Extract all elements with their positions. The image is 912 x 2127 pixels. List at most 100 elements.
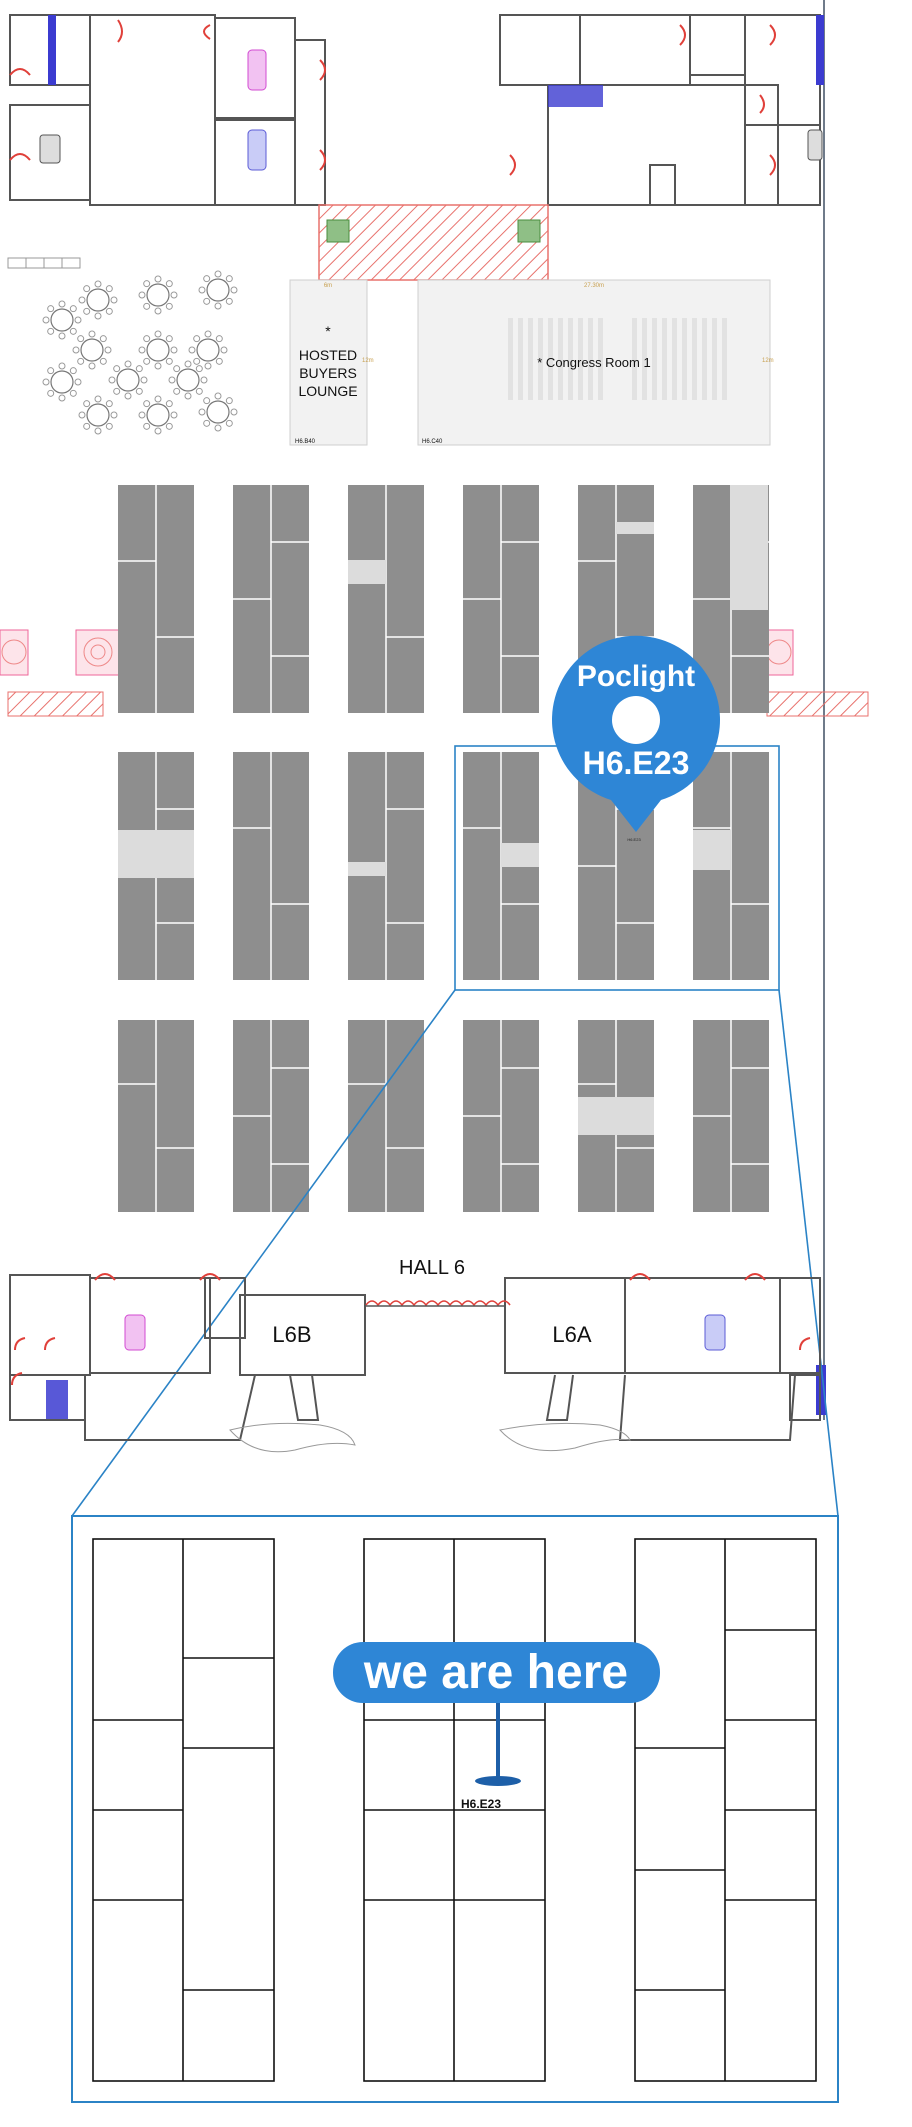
we-are-here-text: we are here <box>363 1646 628 1699</box>
chair <box>230 408 238 416</box>
congress-seating <box>508 318 727 400</box>
chair <box>74 378 82 386</box>
zoom-inset: we are here H6.E23 <box>71 1515 839 2103</box>
chair <box>105 400 113 408</box>
chair <box>74 316 82 324</box>
chair <box>200 376 208 384</box>
round-table <box>146 283 170 307</box>
chair <box>69 389 77 397</box>
chair <box>105 307 113 315</box>
chair <box>105 285 113 293</box>
chair <box>113 387 121 395</box>
chair <box>170 411 178 419</box>
round-table <box>50 308 74 332</box>
chair <box>83 307 91 315</box>
chair <box>78 411 86 419</box>
seat-row <box>702 318 707 400</box>
seat-row <box>662 318 667 400</box>
round-table <box>176 368 200 392</box>
chair <box>215 335 223 343</box>
chair <box>195 387 203 395</box>
chair <box>165 400 173 408</box>
round-table <box>116 368 140 392</box>
exit-label-l6a: L6A <box>552 1322 591 1347</box>
map-pin[interactable]: Poclight H6.E23 <box>552 635 720 832</box>
chair <box>135 387 143 395</box>
booth-light-cell <box>693 830 731 870</box>
lounge-code: H6.B40 <box>295 439 316 445</box>
chair <box>203 297 211 305</box>
chair <box>94 395 102 403</box>
booth-light-cell <box>118 830 194 878</box>
hosted-buyers-lounge: * HOSTED BUYERS LOUNGE H6.B40 6m 12m <box>289 279 374 446</box>
round-table <box>50 370 74 394</box>
chair <box>58 332 66 340</box>
chair <box>99 357 107 365</box>
hall-label: HALL 6 <box>399 1257 465 1279</box>
chair <box>124 360 132 368</box>
chair <box>72 346 80 354</box>
chair <box>135 365 143 373</box>
chair <box>138 346 146 354</box>
chair <box>170 291 178 299</box>
chair <box>230 286 238 294</box>
chair <box>113 365 121 373</box>
chair <box>203 397 211 405</box>
inset-booth-outlines <box>92 1538 817 2082</box>
seat-row <box>642 318 647 400</box>
exit-label-l6b: L6B <box>272 1322 311 1347</box>
chair <box>47 327 55 335</box>
booth-light-cell <box>348 560 386 584</box>
seat-row <box>722 318 727 400</box>
chair <box>198 408 206 416</box>
chair <box>204 330 212 338</box>
chair <box>124 392 132 400</box>
chair <box>214 392 222 400</box>
round-table <box>206 278 230 302</box>
chair <box>105 422 113 430</box>
lounge-dim-side: 12m <box>362 358 374 364</box>
emergency-icon <box>326 219 350 243</box>
hall-entrance <box>365 1300 511 1307</box>
chair <box>108 376 116 384</box>
lounge-asterisk: * <box>325 323 331 339</box>
chair <box>165 357 173 365</box>
booth-light-cell <box>501 843 539 867</box>
congress-room-code: H6.C40 <box>422 439 443 445</box>
chair <box>184 392 192 400</box>
chair <box>193 335 201 343</box>
emergency-icon <box>517 219 541 243</box>
seat-row <box>518 318 523 400</box>
chair <box>58 300 66 308</box>
chair <box>170 346 178 354</box>
round-table <box>86 403 110 427</box>
seat-row <box>578 318 583 400</box>
seat-row <box>538 318 543 400</box>
seat-row <box>528 318 533 400</box>
seat-row <box>712 318 717 400</box>
chair <box>88 330 96 338</box>
chair <box>168 376 176 384</box>
chair <box>165 335 173 343</box>
chair <box>104 346 112 354</box>
seat-row <box>588 318 593 400</box>
lounge-label-line1: HOSTED <box>299 347 357 363</box>
congress-room-name: * Congress Room 1 <box>537 355 650 370</box>
chair <box>154 275 162 283</box>
chair <box>154 362 162 370</box>
hatched-corridor <box>318 204 549 281</box>
seat-row <box>548 318 553 400</box>
round-table <box>86 288 110 312</box>
round-tables <box>42 270 238 435</box>
chair <box>58 362 66 370</box>
chair <box>143 357 151 365</box>
chair <box>88 362 96 370</box>
seat-row <box>558 318 563 400</box>
round-table <box>146 403 170 427</box>
chair <box>154 307 162 315</box>
chair <box>220 346 228 354</box>
chair <box>143 280 151 288</box>
chair <box>215 357 223 365</box>
chair <box>138 291 146 299</box>
